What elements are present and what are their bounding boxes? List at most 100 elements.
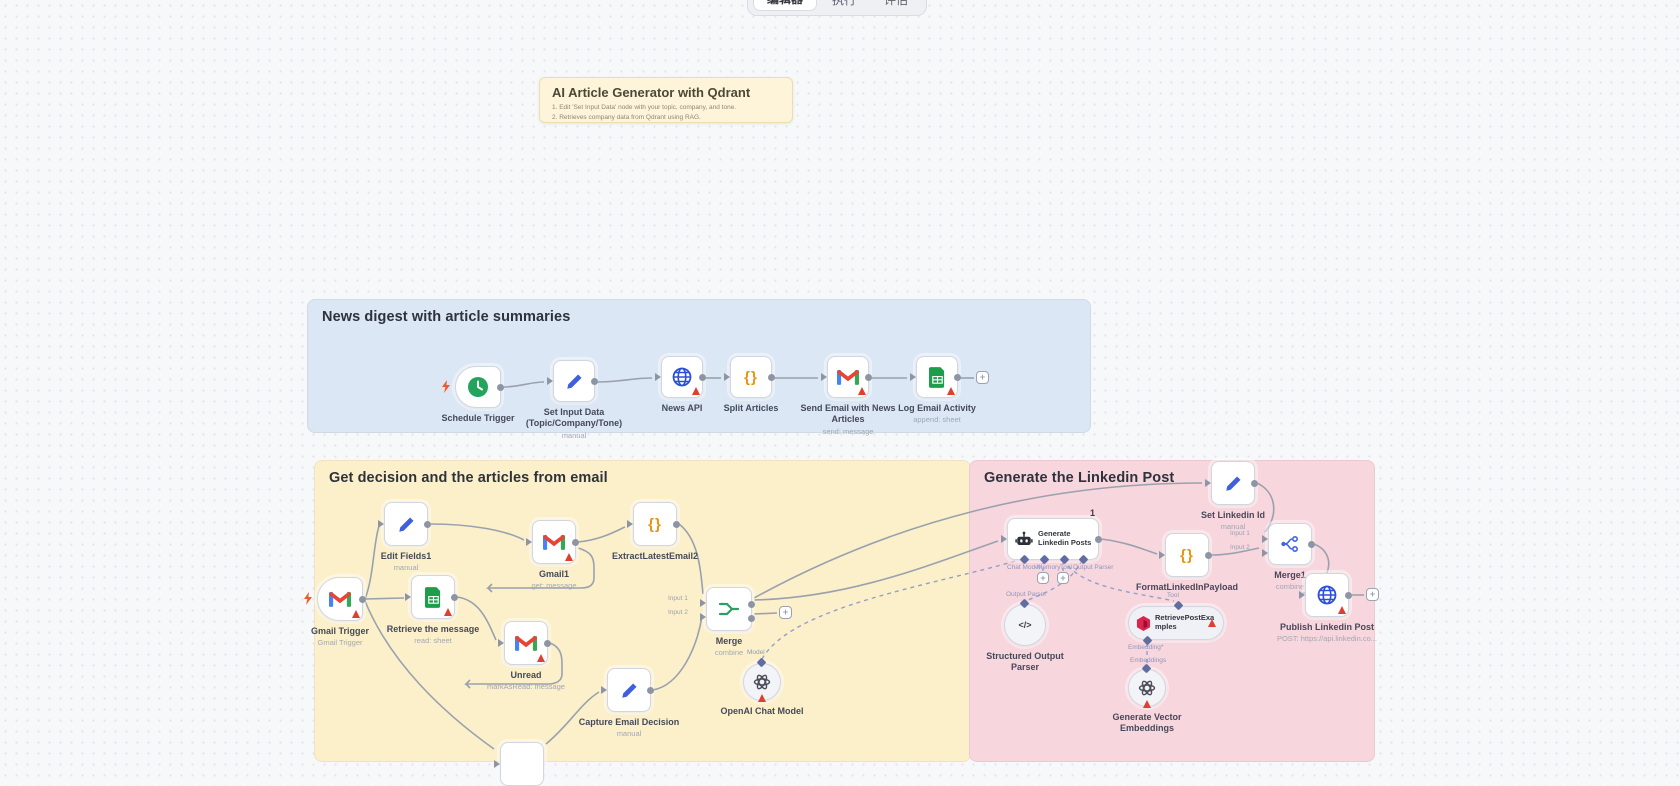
input-port [601,686,607,694]
node-merge1[interactable]: Merge1 combine [1262,523,1315,591]
node-log-email-activity[interactable]: Log Email Activity append: sheet [898,356,976,424]
edge-setinput-newsapi[interactable] [596,377,653,383]
edge-gmailtrigger-retrieve[interactable] [364,597,405,600]
node-structured-output-parser[interactable]: </> Output Parser Structured Output Pars… [986,591,1064,672]
instructions-note[interactable]: AI Article Generator with Qdrant 1. Edit… [539,77,793,123]
edge-gmailtrigger-editfields[interactable] [364,525,380,600]
warning-icon [537,654,545,662]
edge-generate-format[interactable] [1100,538,1158,555]
output-port[interactable] [572,538,579,546]
sticky-note-news[interactable]: News digest with article summaries [307,299,1091,433]
output-port[interactable] [497,383,504,391]
output-port[interactable] [544,639,551,647]
gmail-icon [329,591,351,607]
node-retrieve-the-message[interactable]: Retrieve the message read: sheet [387,575,479,645]
output-port[interactable] [1251,479,1258,487]
items-count-badge: 1 [1089,508,1095,518]
node-send-email[interactable]: Send Email with News Articles send: mess… [800,356,896,436]
tab-evaluations[interactable]: 评估 [884,0,909,7]
output-port-1[interactable] [748,601,755,608]
sticky-title-linkedin: Generate the Linkedin Post [984,470,1175,486]
tab-editor[interactable]: 编辑器 [753,0,818,11]
output-port[interactable] [591,377,598,385]
braces-icon: {} [648,515,662,533]
node-unread[interactable]: Unread markAsRead: message [487,621,565,691]
input-port [547,377,553,385]
output-port[interactable] [768,373,775,381]
node-gmail1[interactable]: Gmail1 get: message [526,520,579,590]
node-bottom-clipped[interactable] [494,742,544,786]
tab-executions[interactable]: 执行 [832,0,857,7]
input-port [627,520,633,528]
node-openai-chat-model[interactable]: Model OpenAI Chat Model [721,649,804,716]
edge-chatmodel-generate[interactable] [761,559,1020,660]
gmail-icon [837,369,859,385]
edge-extract-merge[interactable] [678,523,704,595]
output-port[interactable] [1205,551,1212,559]
node-set-input-data[interactable]: Set Input Data (Topic/Company/Tone) manu… [526,360,622,440]
node-extract-latest-email2[interactable]: {} ExtractLatestEmail2 [612,502,698,561]
output-port[interactable] [1308,540,1315,548]
add-tool-button[interactable]: + [1057,572,1069,584]
add-memory-button[interactable]: + [1037,572,1049,584]
output-port-2[interactable] [748,615,755,622]
node-gmail-trigger[interactable]: Gmail Trigger Gmail Trigger [311,577,369,647]
input-port [910,373,916,381]
merge-input1-label: Input 1 [668,595,688,602]
edge-capture-merge[interactable] [652,615,703,691]
edge-gmailtrigger-bottomnode[interactable] [364,600,495,750]
add-node-button[interactable]: + [976,371,989,384]
edge-merge-generate[interactable] [753,540,999,601]
output-port[interactable] [954,373,961,381]
output-port[interactable] [647,686,654,694]
add-node-button[interactable]: + [779,606,792,619]
node-label: Log Email Activity append: sheet [898,403,976,425]
edge-retrieve-unread[interactable] [456,596,497,641]
node-merge[interactable]: Merge combine [700,587,755,657]
warning-icon [858,387,866,395]
node-generate-vector-embeddings[interactable]: Generate Vector Embeddings [1112,663,1182,733]
edge-bottomnode-capture[interactable] [545,691,600,745]
node-format-linkedin-payload[interactable]: {} FormatLinkedInPayload [1136,533,1238,592]
edge-merge-setlinkedin[interactable] [753,482,1203,599]
chat-model-port-label: Chat Model [1007,564,1041,571]
node-split-articles[interactable]: {} Split Articles [724,356,778,413]
node-news-api[interactable]: News API [655,356,706,413]
node-set-linkedin-id[interactable]: Set Linkedin Id manual [1201,461,1265,531]
tool-port-label: Tool [1060,564,1072,571]
node-edit-fields1[interactable]: Edit Fields1 manual [378,502,431,572]
output-port[interactable] [359,595,366,603]
gmail-icon [543,534,565,550]
input-port [378,520,384,528]
add-node-button[interactable]: + [1366,588,1379,601]
node-label: Split Articles [723,403,779,413]
node-label: Unread markAsRead: message [487,670,565,692]
node-publish-linkedin-post[interactable]: Publish Linkedin Post POST: https://api.… [1277,573,1377,643]
warning-icon [757,694,766,702]
output-port[interactable] [699,373,706,381]
input-port [724,373,730,381]
output-port[interactable] [451,593,458,601]
node-schedule-trigger[interactable]: Schedule Trigger [441,366,515,423]
edge-format-merge1[interactable] [1210,547,1260,556]
edge-editfields-gmail1[interactable] [429,523,525,541]
output-port[interactable] [1095,535,1102,543]
edge-gmail1-extract[interactable] [577,526,626,543]
edge-merge-end[interactable] [753,612,778,615]
edge-gmail1-loop[interactable] [486,547,595,593]
edge-unread-loop[interactable] [464,642,563,689]
node-label: Publish Linkedin Post POST: https://api.… [1276,622,1378,644]
input-port-1 [700,599,706,607]
edge-tool-retrievepost[interactable] [1062,559,1175,602]
output-port[interactable] [865,373,872,381]
output-port[interactable] [424,520,431,528]
pencil-icon [1225,475,1241,491]
output-port[interactable] [673,520,680,528]
output-port[interactable] [1345,591,1352,599]
node-capture-email-decision[interactable]: Capture Email Decision manual [579,668,679,738]
edge-schedule-setinput[interactable] [502,381,545,388]
edge-outputparser-parser[interactable] [1027,559,1083,601]
